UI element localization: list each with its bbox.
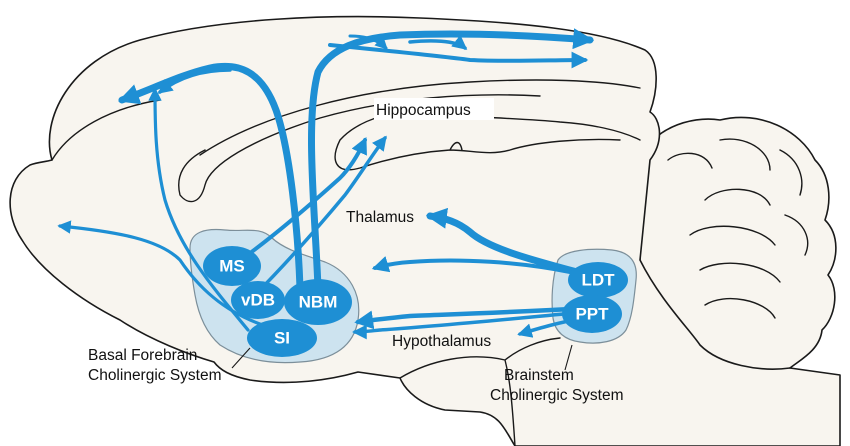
brainstem-label-line1: Brainstem xyxy=(504,367,574,384)
nucleus-nbm: NBM xyxy=(284,279,352,325)
nucleus-ldt: LDT xyxy=(568,262,628,298)
ldt-to-midbrain xyxy=(371,256,572,274)
nucleus-si-shape xyxy=(247,319,317,357)
nucleus-vdb: vDB xyxy=(231,281,285,319)
cerebellum-folia xyxy=(667,138,809,319)
hypothalamus-label: Hypothalamus xyxy=(392,333,491,350)
brainstem-outline xyxy=(399,337,561,446)
thalamus-label: Thalamus xyxy=(346,209,414,226)
nucleus-ppt-shape xyxy=(562,295,622,333)
ppt-to-basal-forebrain xyxy=(354,305,591,330)
nucleus-ppt: PPT xyxy=(562,295,622,333)
nucleus-si: SI xyxy=(247,319,317,357)
si-to-olfactory xyxy=(57,220,282,332)
nucleus-vdb-label: vDB xyxy=(241,291,275,310)
brainstem-label-line2: Cholinergic System xyxy=(490,387,624,404)
cortical-branch-a xyxy=(408,34,468,50)
hippocampus-label-bg xyxy=(374,98,494,120)
branch-to-dorsal-cortex xyxy=(157,68,232,94)
nucleus-nbm-shape xyxy=(284,279,352,325)
brainstem-leader xyxy=(564,344,573,371)
basal-forebrain-projections xyxy=(57,28,595,332)
nucleus-ms: MS xyxy=(203,246,261,286)
nucleus-ldt-label: LDT xyxy=(581,271,615,290)
vdb-to-hippocampus xyxy=(248,135,387,302)
ppt-to-si xyxy=(352,310,587,340)
nucleus-ppt-label: PPT xyxy=(575,305,609,324)
cortical-branch-b xyxy=(348,34,388,50)
cortex-sulcus xyxy=(51,99,161,161)
ldt-to-thalamus xyxy=(425,207,592,279)
nucleus-ms-shape xyxy=(203,246,261,286)
nucleus-si-label: SI xyxy=(274,329,290,348)
si-to-frontal-medial xyxy=(148,87,250,332)
nucleus-ldt-shape xyxy=(568,262,628,298)
basal-forebrain-leader xyxy=(231,347,251,369)
hippocampus-label: Hippocampus xyxy=(376,102,471,119)
basal-forebrain-label-line2: Cholinergic System xyxy=(88,367,222,384)
basal-forebrain-label-line1: Basal Forebrain xyxy=(88,347,197,364)
ms-to-hippocampus xyxy=(230,136,367,268)
nucleus-nbm-label: NBM xyxy=(299,293,338,312)
nucleus-vdb-shape xyxy=(231,281,285,319)
nucleus-ms-label: MS xyxy=(219,257,245,276)
